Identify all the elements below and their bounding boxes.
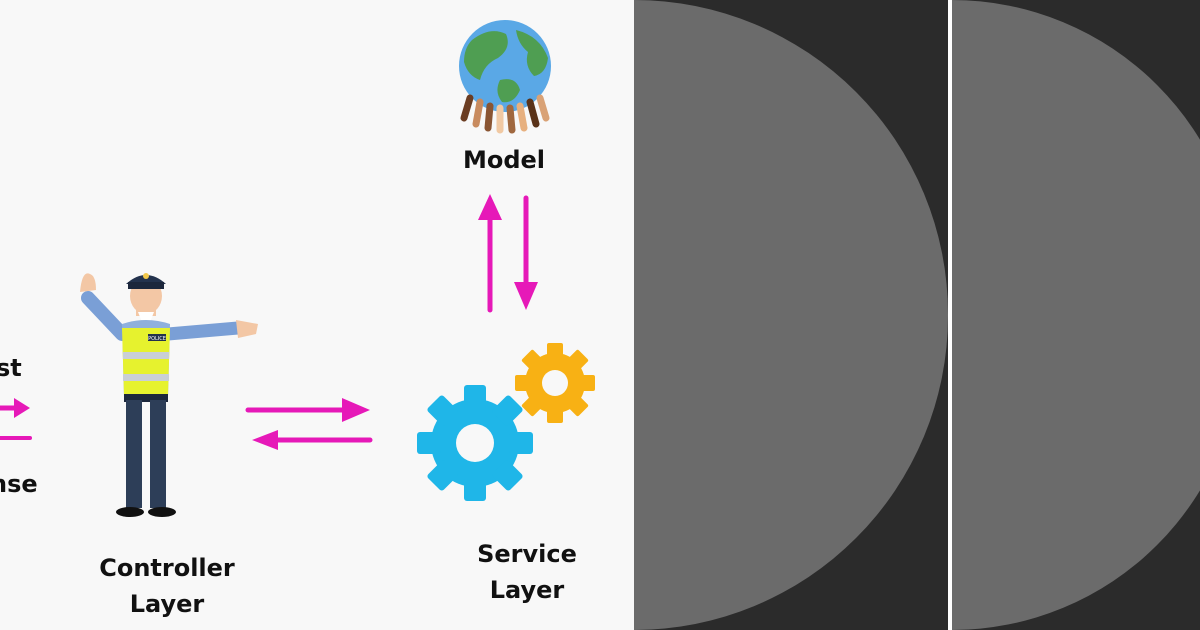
controller-layer-label: Controller Layer <box>92 550 242 622</box>
model-label: Model <box>462 146 546 174</box>
panel-divider <box>948 0 952 630</box>
service-model-arrows <box>478 194 538 313</box>
service-label-line2: Layer <box>489 576 565 604</box>
right-half-disc-panel <box>952 0 1200 630</box>
orange-gear-icon <box>515 343 595 423</box>
blue-gear-icon <box>417 385 533 501</box>
request-label: st <box>0 354 22 382</box>
globe-hands-icon <box>459 20 551 134</box>
mvc-diagram: st nse POLICE <box>0 0 634 630</box>
police-badge: POLICE <box>148 336 166 342</box>
half-disc-right <box>952 0 1200 630</box>
client-arrows <box>0 398 32 440</box>
traffic-police-icon: POLICE <box>80 273 258 517</box>
controller-label-line1: Controller <box>99 554 235 582</box>
service-label-line1: Service <box>477 540 577 568</box>
service-layer-label: Service Layer <box>452 536 602 608</box>
half-disc-left <box>634 0 948 630</box>
response-label: nse <box>0 470 38 498</box>
controller-service-arrows <box>245 398 373 450</box>
controller-label-line2: Layer <box>129 590 205 618</box>
left-half-disc-panel <box>634 0 948 630</box>
